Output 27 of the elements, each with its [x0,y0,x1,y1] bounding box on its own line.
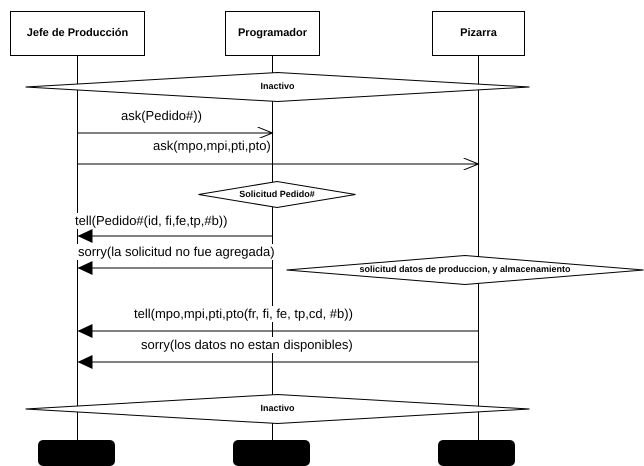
state-label: Solicitud Pedido# [239,188,315,201]
edge-label: ask(mpo,mpi,pti,pto) [152,138,272,154]
state-label: Inactivo [260,80,294,94]
lifeline-name: Pizarra [460,26,497,42]
lifeline-end-block [38,440,115,466]
lifeline-header-box [225,11,320,56]
edge-label: sorry(los datos no estan disponibles) [140,337,354,353]
state-label: solicitud datos de produccion, y almacenamiento [359,263,571,276]
lifeline-name: Jefe de Producción [26,26,128,42]
message-arrow [77,261,273,275]
edge-label: ask(Pedido#)) [120,108,203,124]
lifeline [77,56,78,440]
message-arrow [77,126,273,140]
lifeline-end-block [438,440,515,466]
lifeline-header-box [432,11,525,56]
lifeline-name: Programador [238,26,308,42]
lifeline [478,56,479,440]
lifeline-header-box [10,11,145,56]
edge-label: sorry(la solicitud no fue agregada) [77,244,276,260]
lifeline-end-block [233,440,310,466]
edge-label: tell(mpo,mpi,pti,pto(fr, fi, fe, tp,cd, #b)) [133,306,354,322]
edge-label: tell(Pedido#(id, fi,fe,tp,#b)) [74,213,228,229]
message-arrow [77,158,479,170]
message-arrow [77,229,273,243]
state-label: Inactivo [260,402,294,416]
message-arrow [77,355,479,369]
message-arrow [77,324,479,338]
